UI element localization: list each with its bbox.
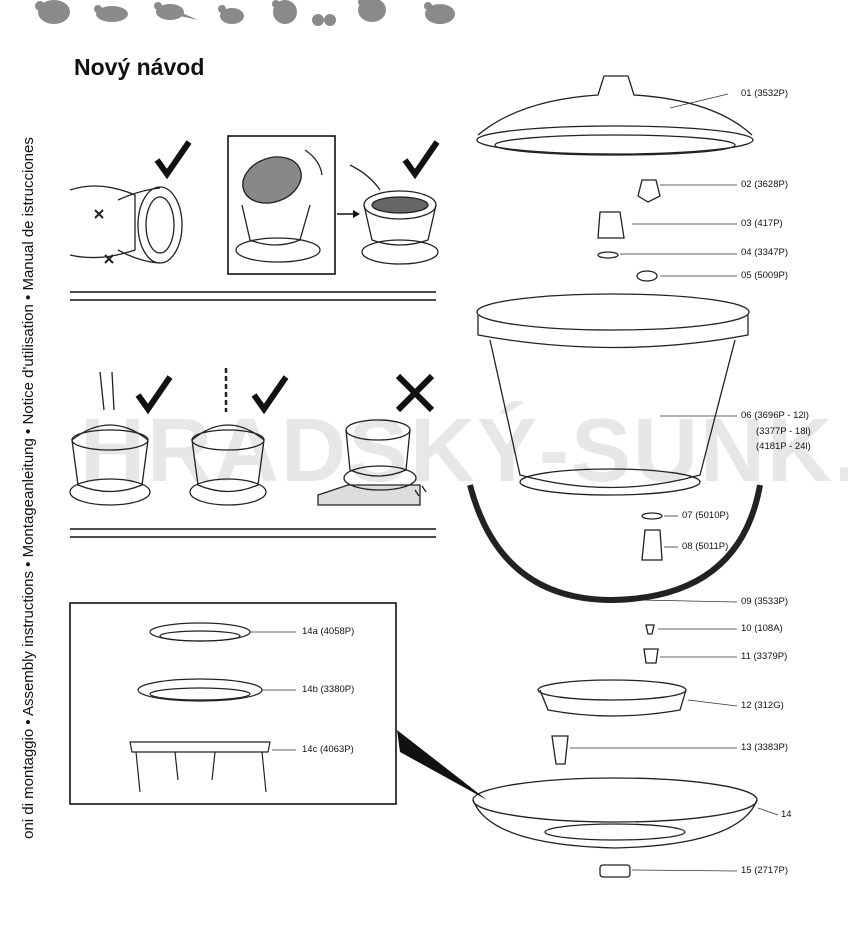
chicks-icon [312,14,336,26]
guinea-fowl-icon [424,2,455,24]
part-08 [641,529,663,561]
part-02 [637,179,661,203]
ok-mark-4 [251,375,289,415]
part-label-02: 02 (3628P) [741,179,789,190]
option-label-14a: 14a (4058P) [302,626,355,637]
part-label-06c: (4181P - 24l) [756,441,811,452]
bird-icons-row [35,0,455,26]
part-label-15: 15 (2717P) [741,865,789,876]
page-title: Nový návod [74,54,205,80]
part-10 [645,624,655,635]
step-wrong-placement [317,419,427,506]
part-07 [641,512,663,520]
part-label-05: 05 (5009P) [741,270,789,281]
part-label-10: 10 (108A) [741,623,783,634]
step-remove-lid [235,149,323,263]
part-13 [551,735,569,765]
part-label-07: 07 (5010P) [682,510,730,521]
part-15 [599,864,631,878]
pheasant-icon [154,2,198,20]
part-12 [537,679,687,701]
watermark: HRADSKÝ-SUNK.cz [80,401,848,501]
hen-icon [272,0,297,24]
ok-mark-3 [135,375,173,415]
part-14b-drawing [137,678,263,702]
part-label-13: 13 (3383P) [741,742,789,753]
part-label-09: 09 (3533P) [741,596,789,607]
ok-mark-2 [402,140,440,180]
part-label-06: 06 (3696P - 12l) [741,410,809,421]
part-label-14: 14 [781,809,792,820]
exploded-view [467,75,763,878]
section-dividers [70,291,436,538]
options-drawings [129,622,271,793]
part-label-03: 03 (417P) [741,218,783,229]
option-label-14c: 14c (4063P) [302,744,354,755]
option-label-14b: 14b (3380P) [302,684,355,695]
part-06-body [477,315,749,349]
step-open-feeder [69,185,183,264]
wrong-mark [395,373,435,413]
part-09-handle [467,484,763,604]
part-14c-drawing [129,741,271,753]
turkey-icon [35,0,70,24]
part-03 [597,211,625,239]
part-01-lid [477,75,753,136]
part-label-01: 01 (3532P) [741,88,789,99]
pointer-wedge [397,730,487,800]
part-11 [643,648,659,664]
step-fill-water [349,164,439,265]
step-carry-handle [69,371,151,506]
fill-step-frame [227,135,336,275]
part-14-tray [472,777,758,823]
options-box [69,602,397,805]
part-05 [636,270,658,282]
step-hang-chain [189,368,267,506]
part-label-12: 12 (312G) [741,700,784,711]
leader-lines [250,93,779,872]
part-label-06b: (3377P - 18l) [756,426,811,437]
part-label-04: 04 (3347P) [741,247,789,258]
part-label-11: 11 (3379P) [741,651,788,662]
ok-mark-1 [154,140,192,180]
quail-icon [94,5,128,22]
part-04 [597,251,619,259]
part-label-08: 08 (5011P) [682,541,729,552]
partridge-icon [218,5,244,24]
rooster-icon [358,0,386,22]
